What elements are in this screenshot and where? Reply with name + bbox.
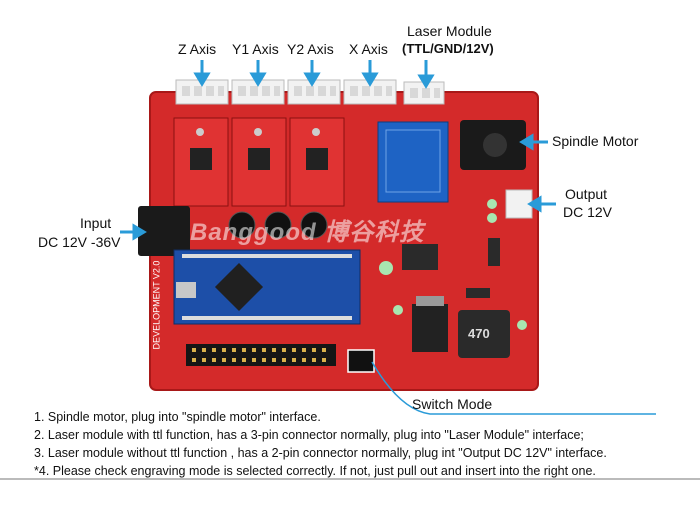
inductor-marking: 470	[468, 326, 490, 341]
watermark-text: Banggood 博谷科技	[190, 219, 425, 246]
usage-notes: 1. Spindle motor, plug into "spindle mot…	[34, 408, 674, 480]
input-jack	[138, 206, 190, 256]
relay	[377, 121, 449, 203]
y2-axis-label: Y2 Axis	[287, 41, 334, 57]
stepper-drivers	[173, 117, 345, 207]
capacitors	[228, 211, 328, 239]
note-2: 2. Laser module with ttl function, has a…	[34, 428, 584, 442]
pointer-arrows	[120, 60, 656, 415]
spindle-motor-label: Spindle Motor	[552, 133, 639, 149]
note-3: 3. Laser module without ttl function , h…	[34, 446, 607, 460]
input-label-line2: DC 12V -36V	[38, 234, 121, 250]
note-1: 1. Spindle motor, plug into "spindle mot…	[34, 410, 321, 424]
bottom-divider	[0, 478, 700, 480]
inductor	[458, 310, 510, 358]
output-label-line2: DC 12V	[563, 204, 613, 220]
y1-axis-label: Y1 Axis	[232, 41, 279, 57]
note-4: *4. Please check engraving mode is selec…	[34, 464, 596, 478]
switch-mode-jumper	[347, 349, 375, 373]
pin-header	[186, 344, 336, 366]
laser-module-label: Laser Module	[407, 23, 492, 39]
switch-mode-label: Switch Mode	[412, 396, 493, 412]
voltage-regulator	[412, 304, 448, 352]
z-axis-label: Z Axis	[178, 41, 217, 57]
board-version-silkscreen: DEVELOPMENT V2.0	[151, 260, 162, 350]
arduino-nano	[173, 249, 361, 325]
input-label-line1: Input	[80, 215, 112, 231]
output-label-line1: Output	[565, 186, 608, 202]
x-axis-label: X Axis	[349, 41, 388, 57]
laser-module-pins-label: (TTL/GND/12V)	[402, 41, 494, 56]
